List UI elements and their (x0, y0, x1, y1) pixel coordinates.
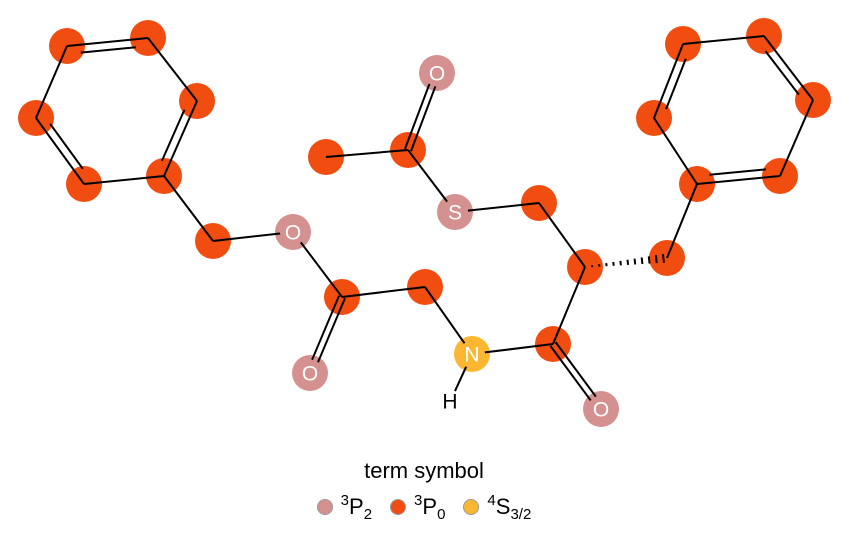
bond-line (163, 175, 214, 242)
atom-label-o: O (302, 363, 318, 386)
atom-o (275, 214, 311, 250)
legend-swatch-3p0 (390, 499, 407, 515)
bond-line (454, 366, 468, 392)
legend-title: term symbol (364, 458, 484, 483)
legend-items: 3P2 3P0 4S3/2 (0, 492, 848, 523)
bond-line (763, 35, 814, 101)
legend: term symbol 3P2 3P0 4S3/2 (0, 458, 848, 523)
bond-line (147, 37, 198, 102)
bond-line (709, 168, 767, 176)
atom-label-s: S (448, 202, 462, 225)
bond-line (83, 175, 165, 185)
bond-line (640, 257, 644, 265)
bond-line (424, 286, 466, 344)
bond-line (66, 37, 149, 47)
bond-line (552, 266, 586, 345)
bond-line (696, 175, 781, 185)
legend-label-3p2: 3P2 (340, 492, 373, 523)
legend-label-3p0: 3P0 (414, 492, 446, 523)
legend-swatch-3p2 (316, 499, 333, 515)
legend-label-4s32: 4S3/2 (487, 492, 532, 523)
bond-line (647, 256, 651, 264)
bond-line (653, 43, 684, 119)
bond-line (404, 83, 431, 150)
bond-line (317, 297, 346, 363)
atom-n (454, 336, 490, 372)
bond-line (626, 259, 630, 265)
bond-line (654, 255, 658, 264)
bond-line (653, 117, 698, 185)
bond-line (665, 58, 687, 110)
bond-line (666, 183, 698, 259)
atom-label-o: O (285, 222, 301, 245)
bond-line (661, 253, 665, 263)
bond-line (633, 258, 637, 265)
bond-line (764, 50, 800, 96)
legend-item-3p2: 3P2 (316, 492, 373, 523)
atom-label-n: N (464, 344, 479, 367)
bond-line (549, 345, 592, 402)
bond-line (341, 286, 426, 298)
atom-label-o: O (429, 63, 445, 86)
bond-line (49, 123, 84, 170)
atom-s (437, 194, 473, 230)
bond-line (163, 100, 198, 177)
molecule-structure: O O N O S O H (18, 18, 831, 427)
atom-label-o: O (593, 399, 609, 422)
bond-line (35, 117, 85, 185)
bond-line (410, 85, 437, 152)
bond-line (682, 35, 765, 45)
atom-o (292, 355, 328, 391)
bond-line (161, 109, 186, 162)
legend-swatch-4s32 (463, 499, 480, 515)
legend-item-3p0: 3P0 (390, 492, 446, 523)
bond-line (212, 232, 281, 242)
bond-line (311, 295, 340, 361)
bond-line (538, 202, 586, 268)
bond-line (407, 149, 448, 203)
bond-line (325, 149, 409, 158)
bond-line (484, 343, 554, 354)
bonds (35, 35, 814, 402)
bond-line (300, 241, 343, 298)
bond-line (80, 46, 136, 54)
bond-line (554, 341, 597, 398)
atom-o (419, 55, 455, 91)
legend-item-4s32: 4S3/2 (463, 492, 532, 523)
atom-o (583, 391, 619, 427)
bond-line (467, 202, 540, 212)
bond-line (779, 99, 814, 177)
atom-label-h: H (442, 391, 457, 414)
atom-labels: O O N O S O H (285, 63, 609, 422)
bond-line (35, 45, 68, 119)
atoms (18, 18, 831, 427)
